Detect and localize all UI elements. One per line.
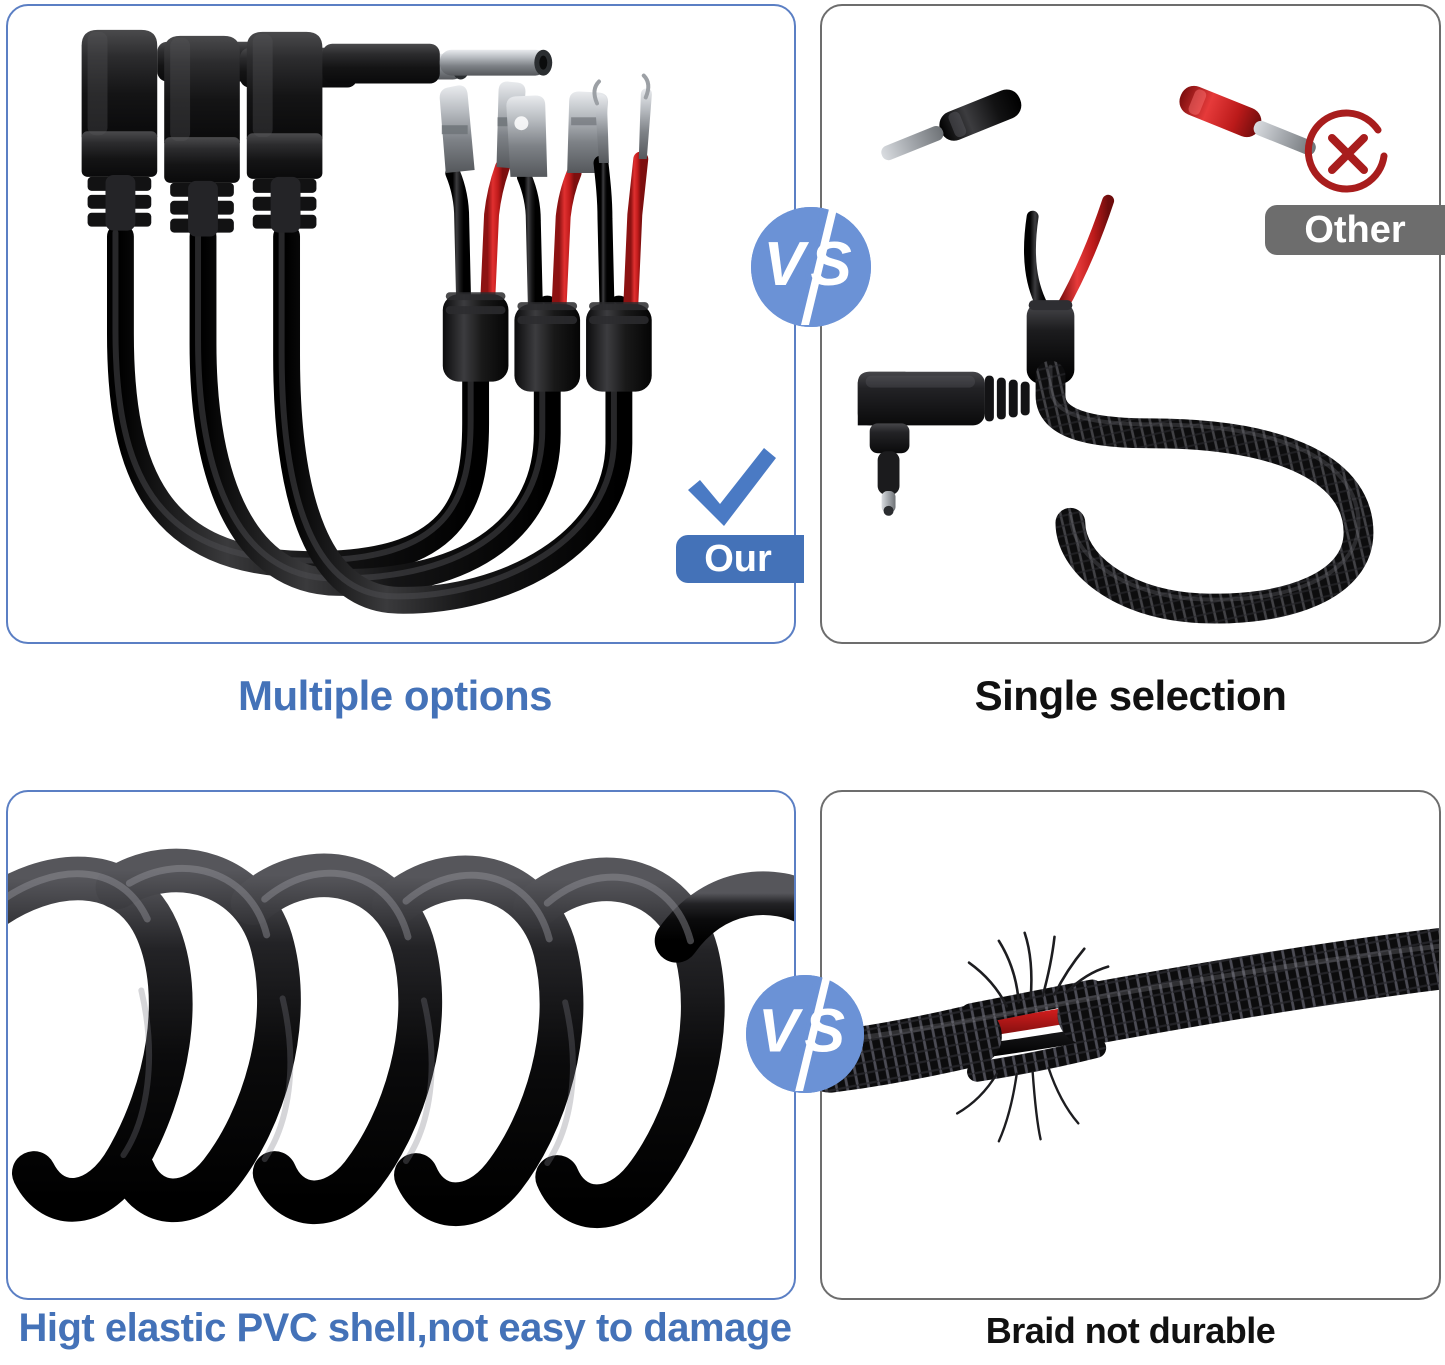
- panel-pvc-shell: [6, 790, 796, 1300]
- caption-multiple-options: Multiple options: [238, 672, 552, 719]
- caption-single-selection: Single selection: [974, 672, 1287, 719]
- caption-braid-not-durable: Braid not durable: [985, 1310, 1276, 1351]
- circle-x-icon: [1302, 108, 1394, 200]
- other-tag: Other: [1265, 205, 1445, 255]
- svg-text:V: V: [758, 997, 803, 1065]
- vs-badge-top: V S: [751, 207, 871, 327]
- multiple-options-artwork: [8, 6, 794, 642]
- other-tag-label: Other: [1304, 208, 1406, 251]
- svg-text:V: V: [763, 230, 809, 299]
- panel-single-selection: [820, 4, 1441, 644]
- check-icon: [684, 446, 780, 530]
- our-tag: Our: [676, 535, 804, 583]
- frayed-braid-artwork: [822, 792, 1439, 1298]
- panel-multiple-options: [6, 4, 796, 644]
- panel-braid-not-durable: [820, 790, 1441, 1300]
- our-tag-label: Our: [704, 537, 772, 580]
- single-selection-artwork: [822, 6, 1439, 642]
- vs-badge-bottom: V S: [746, 975, 864, 1093]
- coiled-cable-artwork: [8, 792, 794, 1298]
- caption-pvc-shell: Higt elastic PVC shell,not easy to damag…: [18, 1306, 792, 1350]
